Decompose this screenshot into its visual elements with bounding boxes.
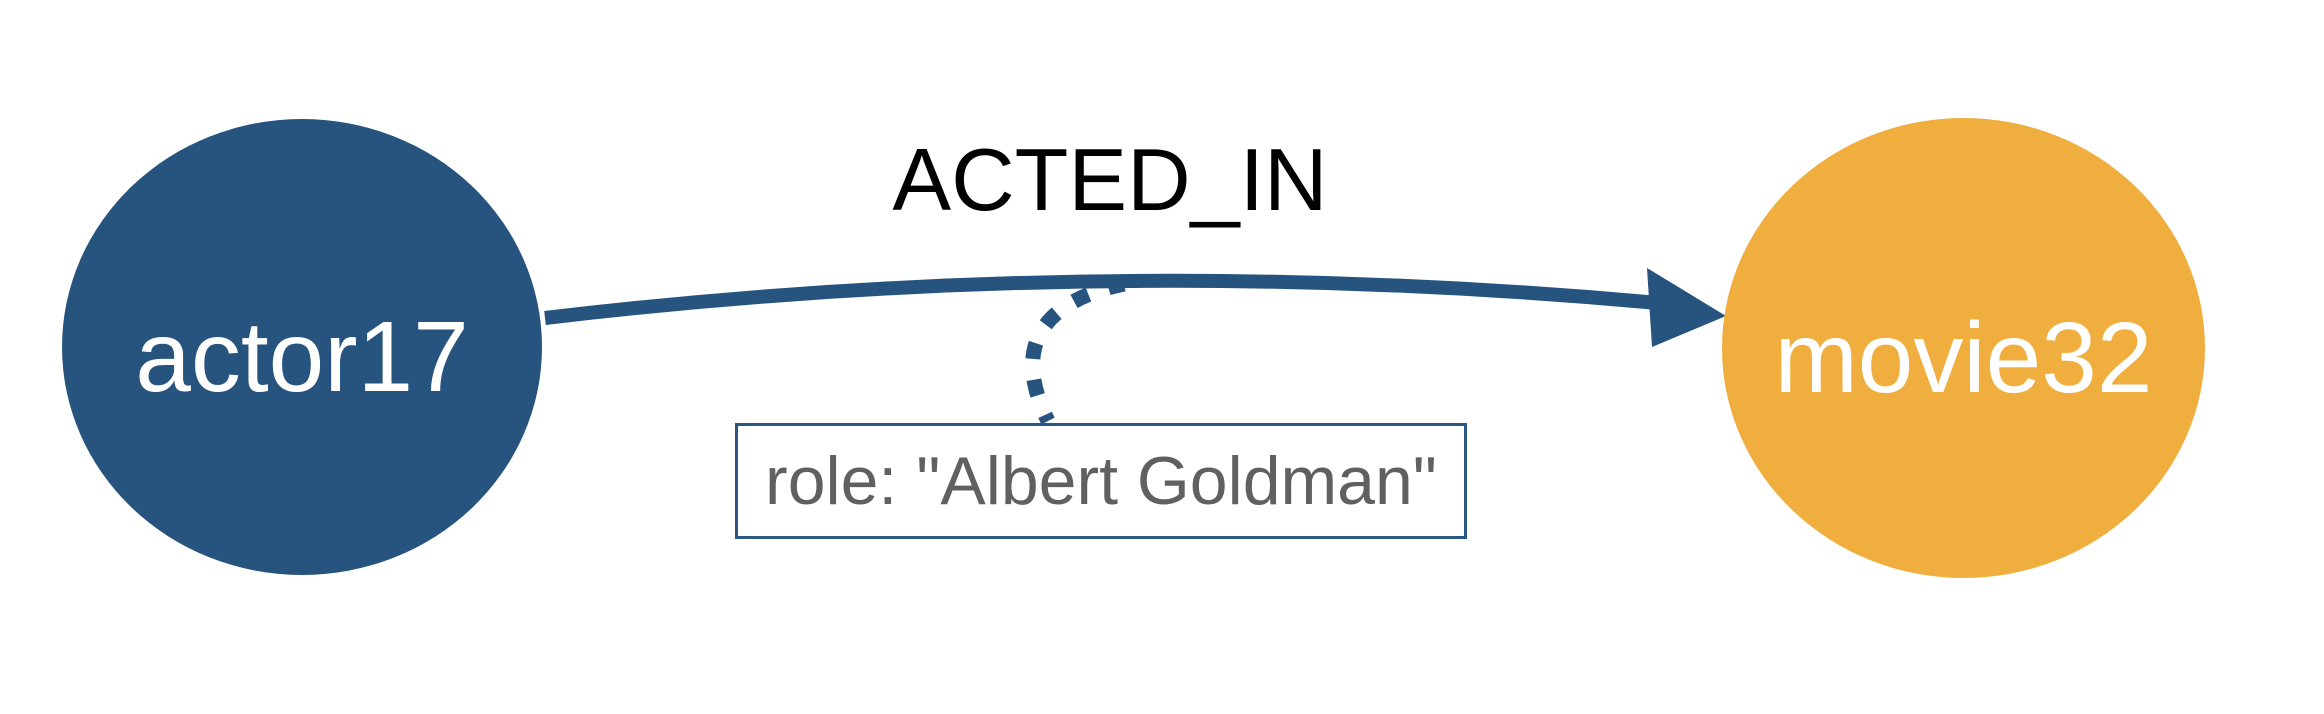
node-movie32-label: movie32 xyxy=(1774,302,2153,414)
edge-property-text: role: "Albert Goldman" xyxy=(765,443,1437,519)
node-movie32[interactable]: movie32 xyxy=(1722,118,2205,578)
edge-label-acted-in: ACTED_IN xyxy=(892,130,1328,229)
arrowhead-icon xyxy=(1647,268,1726,347)
property-connector-dotted-line xyxy=(1025,276,1126,425)
node-actor17-label: actor17 xyxy=(135,301,469,413)
node-actor17[interactable]: actor17 xyxy=(62,119,542,575)
edge-line-acted-in xyxy=(544,273,1659,325)
edge-property-box: role: "Albert Goldman" xyxy=(735,423,1467,539)
